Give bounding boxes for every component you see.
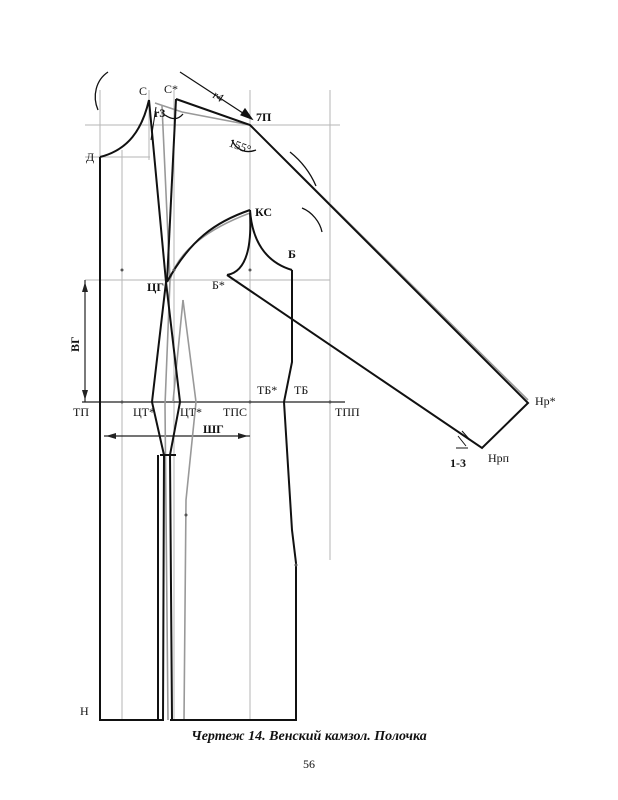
label-d: Д [86, 150, 94, 164]
waist-line [82, 280, 345, 437]
construction-grid [85, 90, 340, 720]
label-c: С [139, 84, 147, 98]
compass-arcs [94, 71, 323, 233]
label-tb: ТБ [294, 383, 308, 397]
label-vg: ВГ [68, 336, 82, 352]
label-angle: 155° [227, 136, 253, 157]
label-ct-star-right: ЦТ* [180, 405, 202, 419]
label-7p: 7П [256, 110, 272, 124]
label-tps: ТПС [223, 405, 247, 419]
label-r3: r3 [154, 106, 165, 120]
dimension-ticks [82, 282, 248, 439]
sleeve-hem-marks [456, 430, 471, 449]
r3-arrow [150, 106, 157, 141]
label-cg: ЦГ [147, 280, 164, 294]
main-contour [99, 98, 530, 721]
label-b: Б [288, 247, 296, 261]
label-tb-star: ТБ* [257, 383, 277, 397]
label-n: Н [80, 704, 89, 718]
page-number: 56 [303, 757, 315, 771]
label-shg: ШГ [203, 422, 224, 436]
label-hr-star: Нр* [535, 394, 556, 408]
label-tpp: ТПП [335, 405, 360, 419]
label-c-star: С* [164, 82, 178, 96]
figure-caption: Чертеж 14. Венский камзол. Полочка [191, 729, 427, 744]
label-ks: КС [255, 205, 272, 219]
label-hrp: Нрп [488, 451, 510, 465]
label-b-star: Б* [212, 278, 225, 292]
grid-points [120, 268, 332, 567]
r4-arrow [179, 71, 254, 121]
label-ct-star-left: ЦТ* [133, 405, 155, 419]
label-r4: r4 [210, 88, 226, 105]
label-gap: 1-3 [450, 456, 466, 470]
label-tp: ТП [73, 405, 89, 419]
